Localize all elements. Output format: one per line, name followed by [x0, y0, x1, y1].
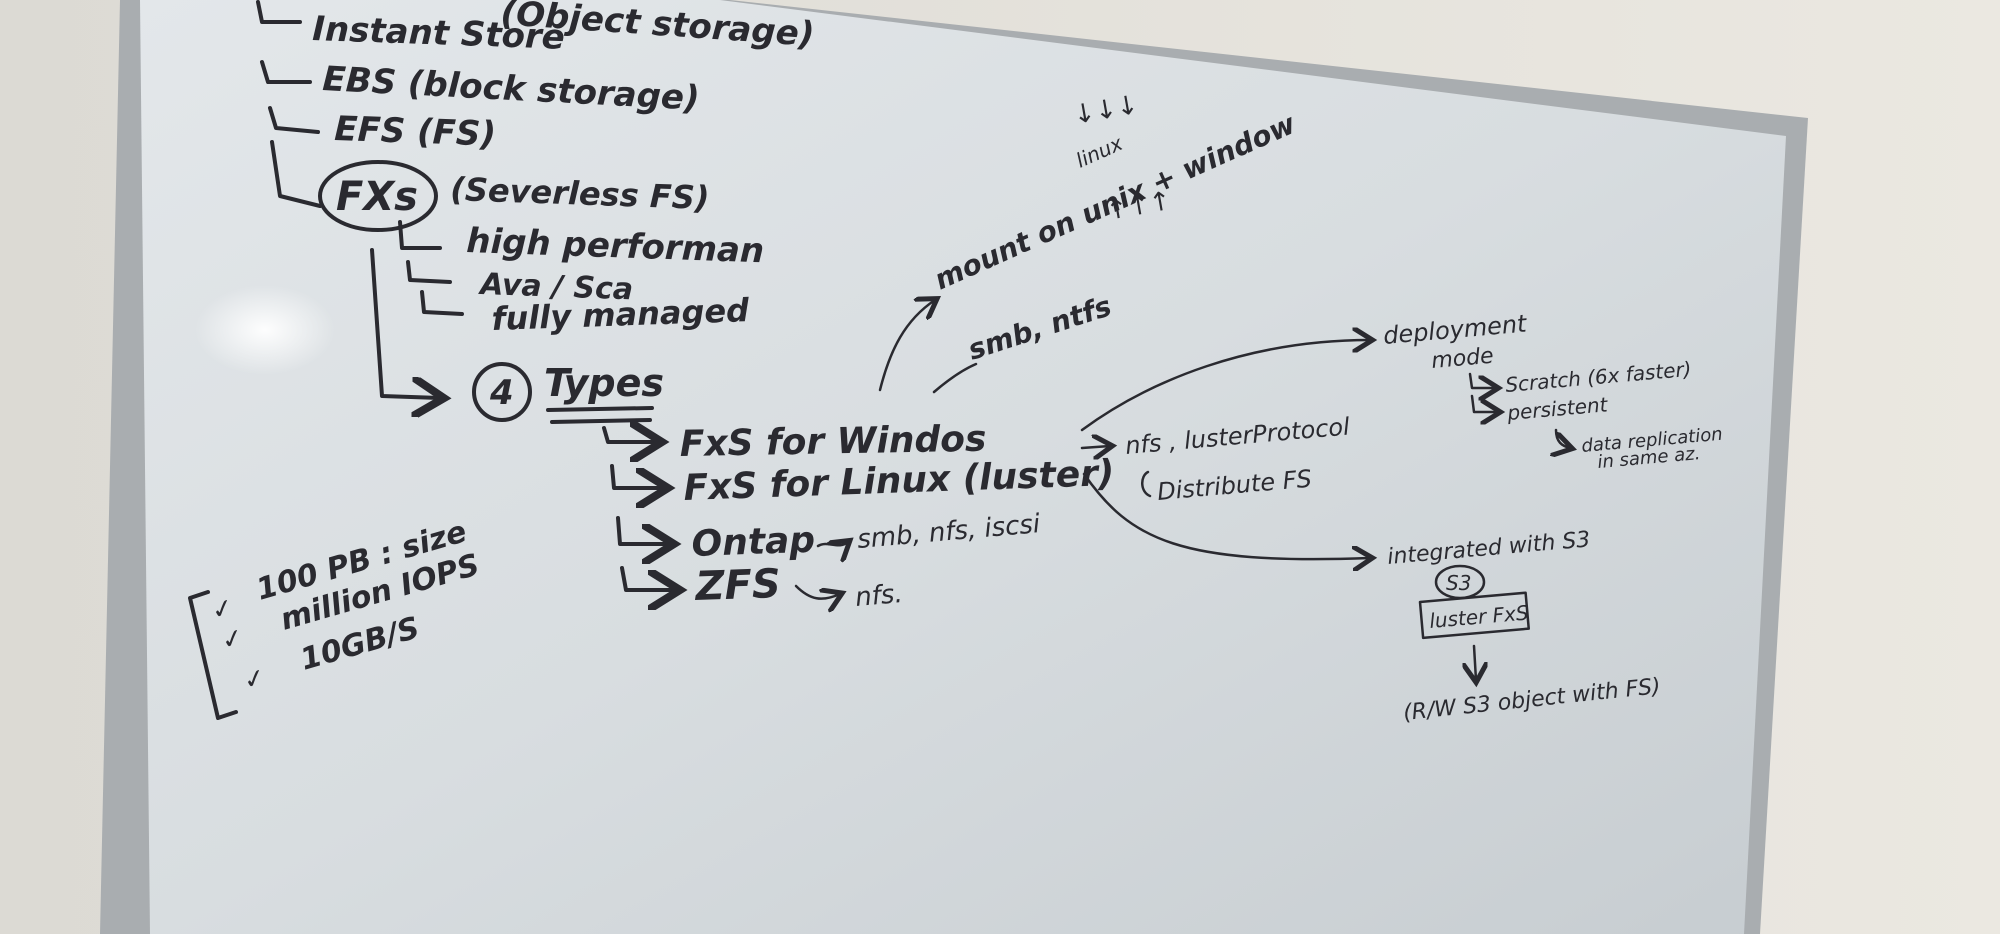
instant-store-text: Instant Store: [312, 9, 566, 58]
deployment-title-2: mode: [1430, 344, 1494, 374]
stats-bracket: [188, 590, 238, 720]
feature-availability-scalability: Ava / Sca: [478, 267, 634, 307]
types-count-circle: [472, 362, 532, 422]
s3-badge-text: S3: [1446, 571, 1471, 595]
feature-fully-managed: fully managed: [491, 291, 751, 338]
type-windows-text: FxS for Windos: [679, 419, 986, 465]
fxs-circle: [318, 160, 438, 232]
luster-fxs-box: [1418, 591, 1530, 640]
efs-text: EFS (FS): [334, 109, 497, 155]
fxs-features: high performan Ava / Sca fully managed: [466, 221, 765, 338]
type-zfs-text: ZFS: [693, 561, 782, 610]
types-count-text: 4: [489, 373, 514, 413]
types-underline: [546, 406, 654, 412]
types-heading: 4 Types: [472, 361, 664, 424]
glare-highlight: [195, 285, 335, 375]
types-label-text: Types: [544, 361, 664, 405]
fxs-circled-text: FXs: [336, 174, 418, 220]
type-ontap-text: Ontap: [691, 520, 816, 565]
types-double-underline: [550, 418, 652, 424]
rw-arrow: [1474, 644, 1476, 680]
storage-tree-lines: [256, 0, 464, 398]
serverless-fs-text: (Severless FS): [450, 170, 710, 217]
zfs-protocols-text: nfs.: [854, 579, 904, 613]
whiteboard-surface: [140, 0, 1786, 934]
